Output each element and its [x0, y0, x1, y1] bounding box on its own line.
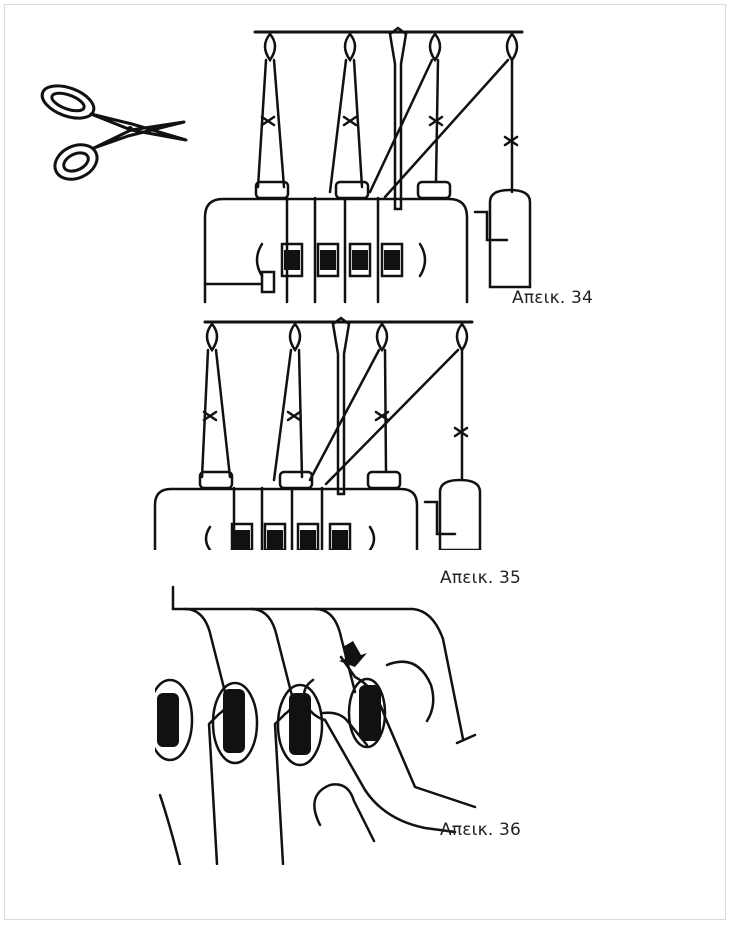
figure-34-caption: Απεικ. 34: [512, 288, 594, 308]
dial-number: 4: [237, 703, 244, 716]
figure-34-illustration: [200, 22, 540, 307]
dial-number: 5: [237, 717, 244, 730]
figure-36-illustration: 4 5 6 4 5 6: [155, 585, 495, 865]
dial-number: 4: [302, 707, 309, 720]
dial-number: 5: [302, 721, 309, 734]
dial-number: 6: [237, 731, 244, 744]
page-frame: [4, 4, 726, 920]
figure-35-illustration: [150, 312, 490, 550]
dial-number: 6: [302, 735, 309, 748]
figure-35-caption: Απεικ. 35: [440, 568, 522, 588]
scissors-icon: [36, 78, 196, 193]
figure-36-caption: Απεικ. 36: [440, 820, 522, 840]
